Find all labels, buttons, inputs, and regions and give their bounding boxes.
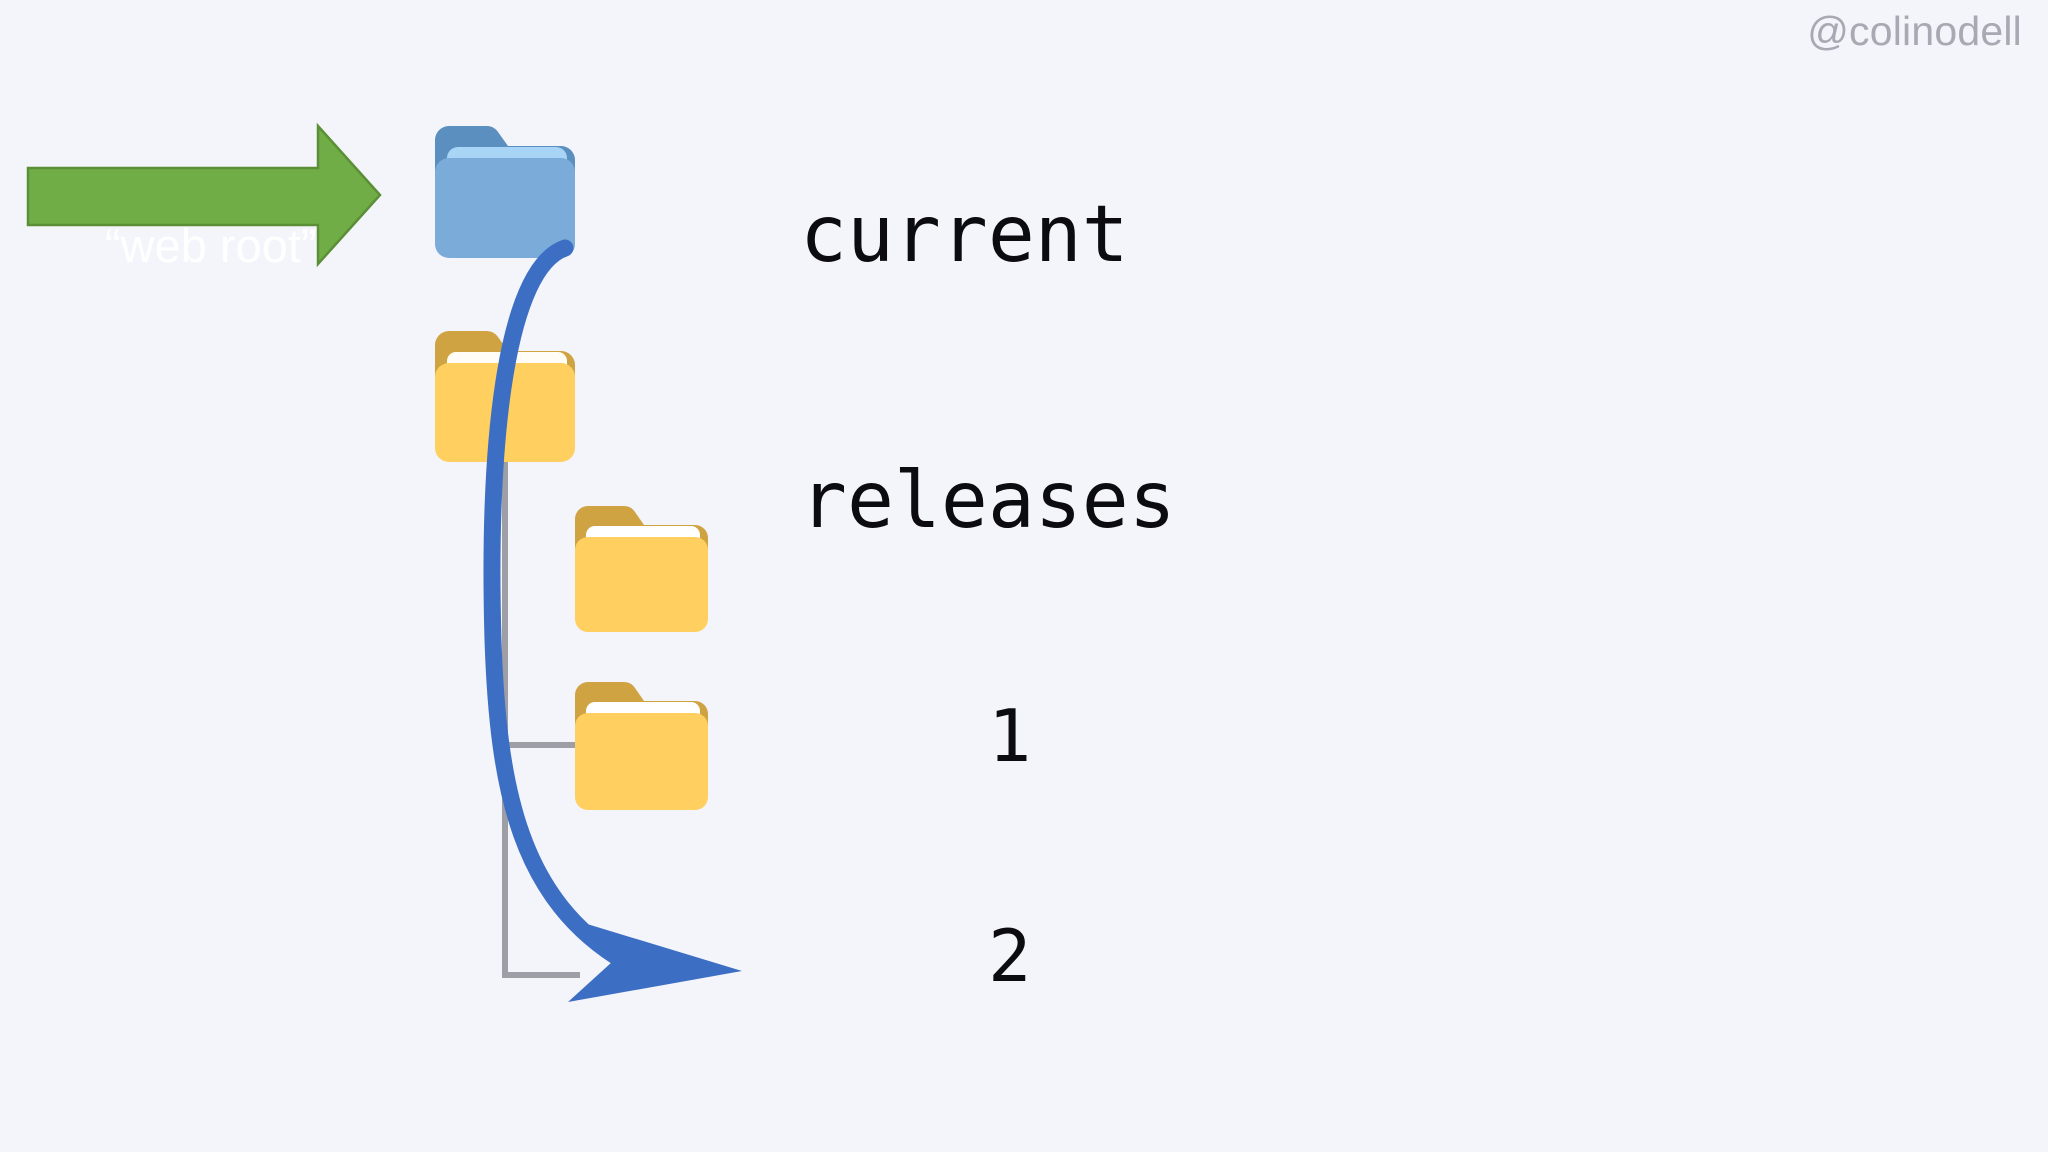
folder-front-panel bbox=[575, 713, 708, 810]
folder-icon-current[interactable] bbox=[435, 126, 575, 258]
folder-front-panel bbox=[435, 158, 575, 258]
folder-front-panel bbox=[575, 537, 708, 632]
watermark-handle: @colinodell bbox=[1807, 8, 2022, 54]
web-root-callout-label: “web root” bbox=[105, 219, 317, 272]
block-arrow-shape bbox=[26, 122, 382, 268]
folder-label-release-2: 2 bbox=[988, 914, 1032, 998]
tree-connectors bbox=[502, 462, 580, 978]
folder-icon-release-1[interactable] bbox=[575, 505, 708, 632]
folder-label-releases: releases bbox=[800, 456, 1176, 546]
folder-icon-release-2[interactable] bbox=[575, 681, 708, 810]
symlink-arrow-current-to-release-2 bbox=[483, 239, 742, 1002]
symlink-arrow-head bbox=[568, 920, 742, 1002]
folder-label-current: current bbox=[800, 190, 1129, 280]
web-root-callout-arrow bbox=[26, 122, 382, 268]
folder-label-release-1: 1 bbox=[988, 694, 1032, 778]
symlink-arrow-curve bbox=[483, 239, 634, 971]
